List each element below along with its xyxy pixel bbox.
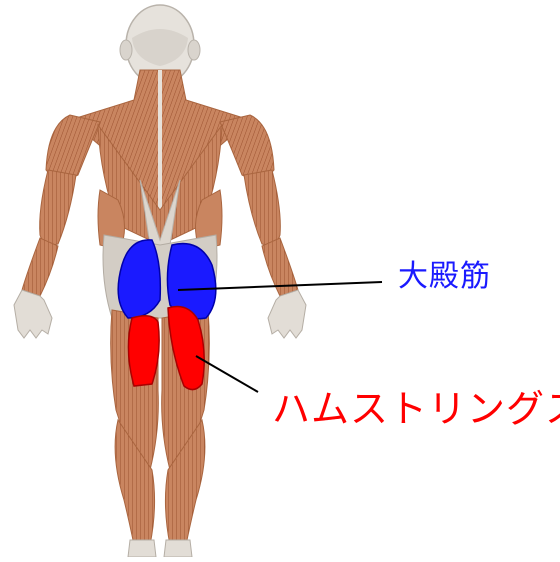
gluteus-label: 大殿筋 [398, 262, 491, 292]
neck-trapezius [70, 70, 250, 215]
right-arm [244, 170, 306, 338]
left-hamstring-shape [128, 316, 159, 386]
left-arm [14, 170, 76, 338]
hamstrings-label: ハムストリングス [272, 390, 560, 428]
